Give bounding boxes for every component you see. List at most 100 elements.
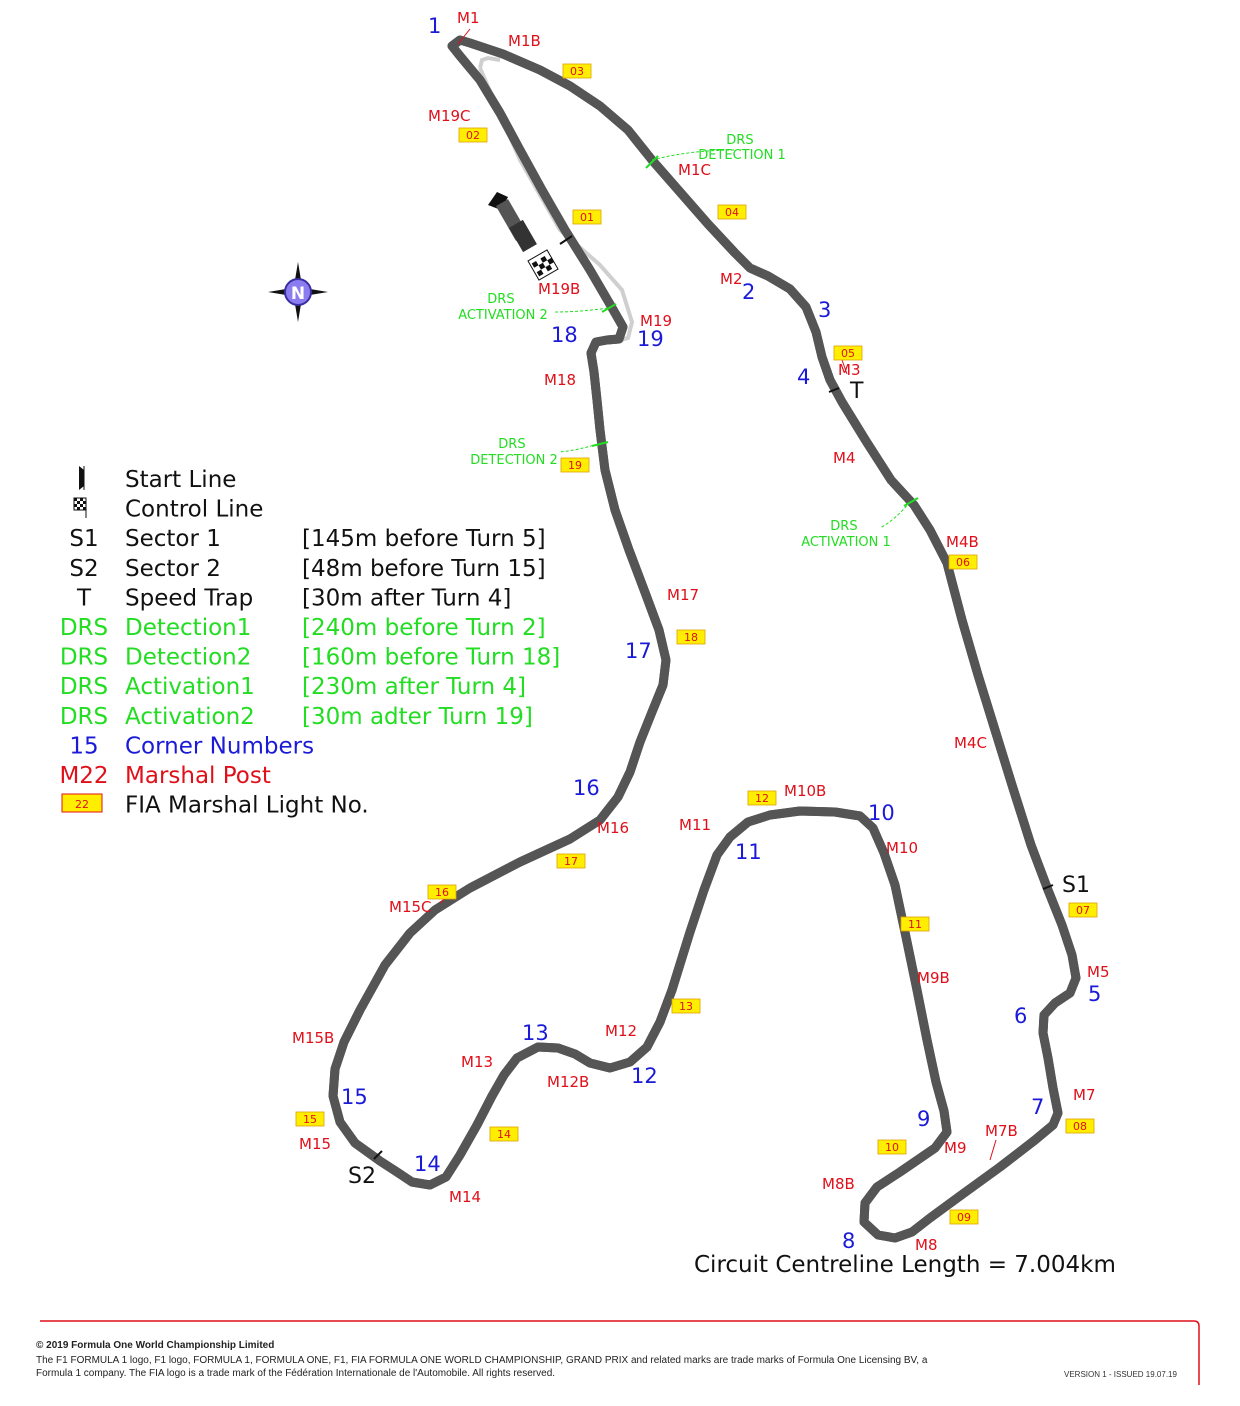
marshal-post-m3: M3 [838,361,861,379]
marshal-light-label: 08 [1073,1120,1087,1133]
marshal-post-m8b: M8B [822,1175,855,1193]
corner-number-8: 8 [842,1229,855,1253]
marshal-light-08: 08 [1065,1118,1095,1134]
legend-name: Detection2 [125,645,251,671]
corner-number-1: 1 [428,14,441,38]
marshal-post-m12: M12 [605,1022,637,1040]
marshal-lights: 01 02 03 04 05 06 07 08 09 10 11 12 13 14 15 16 17 18 19 [295,63,1098,1225]
marshal-post-m10: M10 [886,839,918,857]
marshal-post-m5: M5 [1087,963,1110,981]
corner-number-15: 15 [341,1085,368,1109]
marshal-light-label: 07 [1076,904,1090,917]
marshal-post-m1c: M1C [678,161,711,179]
legend-name: Activation2 [125,704,255,730]
drs-detection-2: DRS DETECTION 2 [470,437,558,468]
drs-activation-2: DRS ACTIVATION 2 [458,292,548,323]
marshal-post-m4b: M4B [946,533,979,551]
drs-marks [554,149,919,529]
marshal-light-14: 14 [489,1126,519,1142]
marshal-light-06: 06 [948,554,978,570]
legend-key: 15 [69,733,98,759]
marshal-light-label: 04 [725,206,739,219]
corner-number-6: 6 [1014,1004,1027,1028]
legend-name: Start Line [125,467,236,493]
circuit-length: Circuit Centreline Length = 7.004km [694,1252,1116,1278]
marshal-light-label: 03 [570,65,584,78]
legend-key: DRS [60,704,108,730]
start-line-icon [79,466,84,490]
legend-note: [30m after Turn 4] [302,585,511,611]
marshal-light-03: 03 [562,63,592,79]
footer-copyright: © 2019 Formula One World Championship Li… [36,1340,275,1351]
marshal-light-01: 01 [572,209,602,225]
legend-note: [240m before Turn 2] [302,615,546,641]
footer-rule [40,1320,1200,1385]
marshal-light-09: 09 [949,1209,979,1225]
marshal-post-m4: M4 [833,449,856,467]
legend-key: M22 [59,763,108,789]
marshal-light-17: 17 [556,853,586,869]
corner-number-12: 12 [631,1064,658,1088]
marshal-post-m1: M1 [457,9,480,27]
legend-name: Control Line [125,497,263,523]
sector2-marker: S2 [348,1164,376,1189]
legend-name: Speed Trap [125,585,253,611]
marshal-post-m7b: M7B [985,1122,1018,1140]
marshal-post-m19c: M19C [428,107,471,125]
marshal-light-label: 13 [679,1000,693,1013]
marshal-post-m8: M8 [915,1236,938,1254]
compass-label: N [291,284,305,304]
marshal-post-m19: M19 [640,312,672,330]
marshal-posts: M1M1BM1CM2M3M4M4BM4CM5M7M7BM8M8BM9M9BM10… [292,9,1110,1254]
marshal-light-label: 05 [841,347,855,360]
legend-name: Corner Numbers [125,733,314,759]
marshal-post-m2: M2 [720,270,743,288]
speed-trap-marker: T [849,379,864,404]
marshal-post-m12b: M12B [547,1073,589,1091]
corner-number-16: 16 [573,776,600,800]
legend-name: Detection1 [125,615,251,641]
legend-key: S2 [69,556,98,582]
marshal-post-m15c: M15C [389,898,432,916]
start-grid-car [488,192,559,281]
marshal-post-m16: M16 [597,819,629,837]
marshal-post-m13: M13 [461,1053,493,1071]
legend-name: Sector 1 [125,526,221,552]
light-box-icon [61,793,103,813]
marshal-light-label: 16 [435,886,449,899]
drs-activation-1: DRS ACTIVATION 1 [801,519,891,550]
track [328,35,1081,1243]
marshal-post-m7: M7 [1073,1086,1096,1104]
legend-key: DRS [60,615,108,641]
marshal-light-04: 04 [717,204,747,220]
footer-version: VERSION 1 - ISSUED 19.07.19 [1064,1370,1177,1379]
marshal-light-label: 01 [580,211,594,224]
corner-number-18: 18 [551,323,578,347]
legend-name: Marshal Post [125,763,271,789]
marshal-post-m15b: M15B [292,1029,334,1047]
marshal-light-19: 19 [560,457,590,473]
marshal-post-m11: M11 [679,816,711,834]
legend-key: DRS [60,645,108,671]
marshal-light-label: 10 [885,1141,899,1154]
corner-number-10: 10 [868,801,895,825]
marshal-light-label: 02 [466,129,480,142]
marshal-light-label: 19 [568,459,582,472]
corner-number-19: 19 [637,327,664,351]
marshal-post-m10b: M10B [784,782,826,800]
north-compass: N [268,262,328,322]
corner-number-13: 13 [522,1021,549,1045]
marshal-post-m17: M17 [667,586,699,604]
legend-name: Sector 2 [125,556,221,582]
marshal-post-m15: M15 [299,1135,331,1153]
legend-name: Activation1 [125,674,255,700]
legend-key: DRS [60,674,108,700]
marshal-light-label: 17 [564,855,578,868]
footer-trademarks: The F1 FORMULA 1 logo, F1 logo, FORMULA … [36,1355,928,1379]
corner-number-11: 11 [735,840,762,864]
marshal-light-12: 12 [747,790,777,806]
marshal-light-label: 11 [908,918,922,931]
corner-number-14: 14 [414,1152,441,1176]
